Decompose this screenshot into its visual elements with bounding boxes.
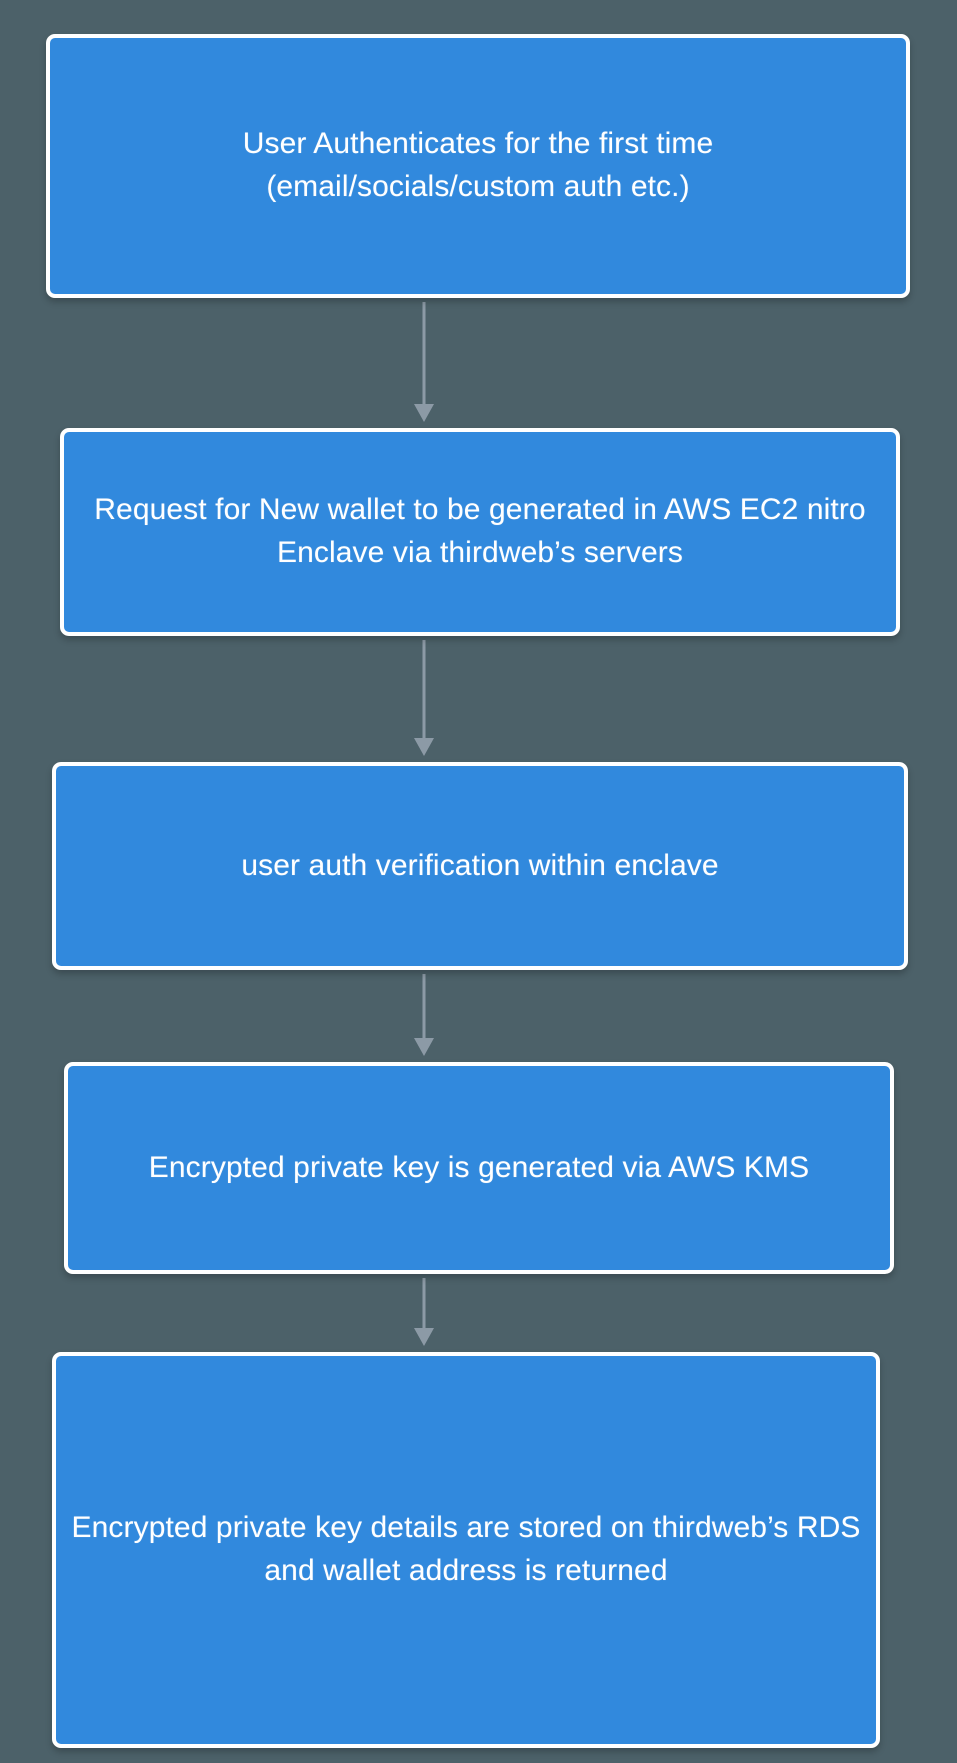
flow-node-user-auth-verification[interactable]: user auth verification within enclave [52,762,908,970]
flow-node-label: Encrypted private key details are stored… [71,1511,861,1587]
edge-node1-node2 [414,302,434,422]
edge-node4-node5 [414,1278,434,1346]
flow-node-label: Request for New wallet to be generated i… [94,493,866,569]
flow-node-user-authenticates[interactable]: User Authenticates for the first time (e… [46,34,910,298]
edge-node3-node4 [414,974,434,1056]
flow-node-key-details-stored[interactable]: Encrypted private key details are stored… [52,1352,880,1748]
edge-node2-node3 [414,640,434,756]
flow-node-request-new-wallet[interactable]: Request for New wallet to be generated i… [60,428,900,636]
flow-node-label: Encrypted private key is generated via A… [148,1150,810,1184]
flow-node-encrypted-key-generated[interactable]: Encrypted private key is generated via A… [64,1062,894,1274]
flow-node-label: user auth verification within enclave [241,848,719,882]
flow-node-label: User Authenticates for the first time (e… [242,127,714,203]
